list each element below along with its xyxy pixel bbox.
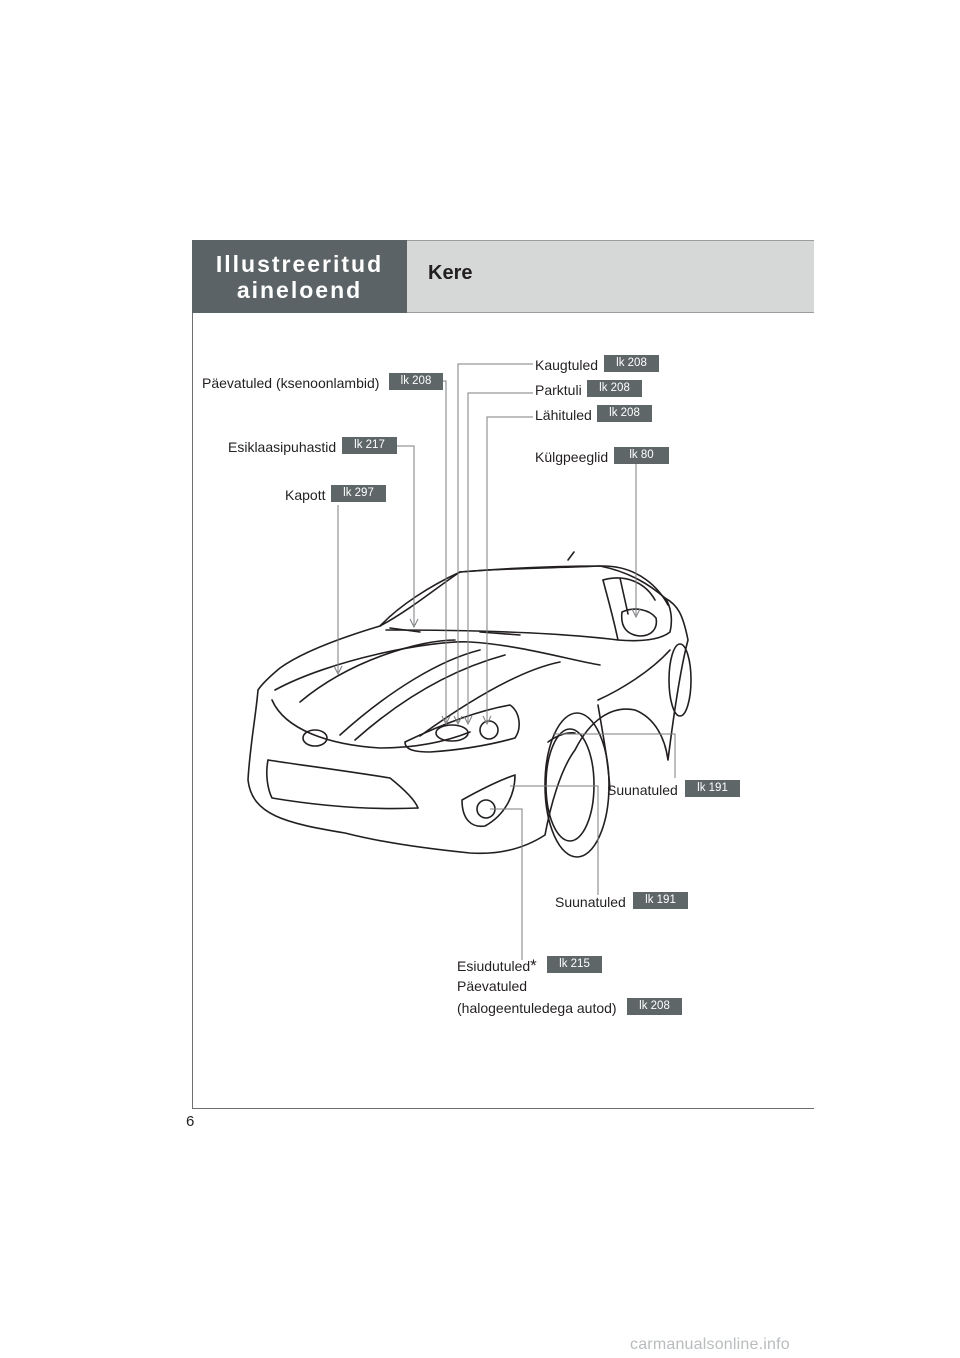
label-paevatuled-ksenoon: Päevatuled (ksenoonlambid) [202, 375, 380, 391]
page-title: Kere [428, 262, 473, 284]
asterisk-footnote-mark: * [530, 956, 537, 975]
label-kaugtuled: Kaugtuled [535, 357, 599, 373]
label-esiklaasipuhastid: Esiklaasipuhastid [228, 439, 337, 455]
page-ref-esiudutuled[interactable]: lk 215 [547, 956, 602, 973]
page-ref-lahituled[interactable]: lk 208 [597, 405, 652, 422]
header-top-rule [407, 240, 814, 241]
watermark: carmanualsonline.info [630, 1336, 790, 1353]
page-ref-paevatuled-halogeen[interactable]: lk 208 [627, 998, 682, 1015]
label-paevatuled-halogeen-line2: (halogeentuledega autod) [457, 1000, 617, 1016]
page-ref-kulgpeeglid[interactable]: lk 80 [614, 447, 669, 464]
label-suunatuled-1: Suunatuled [607, 782, 678, 798]
label-esiudutuled: Esiudutuled* [457, 957, 537, 975]
label-parktuli: Parktuli [535, 382, 582, 398]
page-number: 6 [186, 1113, 195, 1130]
label-lahituled: Lähituled [535, 407, 592, 423]
page-ref-suunatuled-1[interactable]: lk 191 [685, 780, 740, 797]
frame-left-rule [192, 313, 193, 1108]
page-ref-suunatuled-2[interactable]: lk 191 [633, 892, 688, 909]
label-suunatuled-2: Suunatuled [555, 894, 626, 910]
label-kulgpeeglid: Külgpeeglid [535, 449, 609, 465]
page-ref-kapott[interactable]: lk 297 [331, 485, 386, 502]
section-tab: Illustreeritud aineloend [192, 240, 407, 313]
section-tab-line1: Illustreeritud [215, 250, 384, 277]
page-ref-paevatuled-ksenoon[interactable]: lk 208 [389, 373, 443, 390]
section-tab-line2: aineloend [236, 276, 363, 303]
label-kapott: Kapott [285, 487, 326, 503]
header-bottom-rule [407, 312, 814, 313]
page-ref-kaugtuled[interactable]: lk 208 [604, 355, 659, 372]
page-ref-parktuli[interactable]: lk 208 [587, 380, 642, 397]
page-ref-esiklaasipuhastid[interactable]: lk 217 [342, 437, 397, 454]
header-bar [407, 240, 814, 313]
frame-bottom-rule [192, 1108, 814, 1109]
label-esiudutuled-text: Esiudutuled [457, 958, 531, 974]
label-paevatuled-halogeen-line1: Päevatuled [457, 978, 528, 994]
